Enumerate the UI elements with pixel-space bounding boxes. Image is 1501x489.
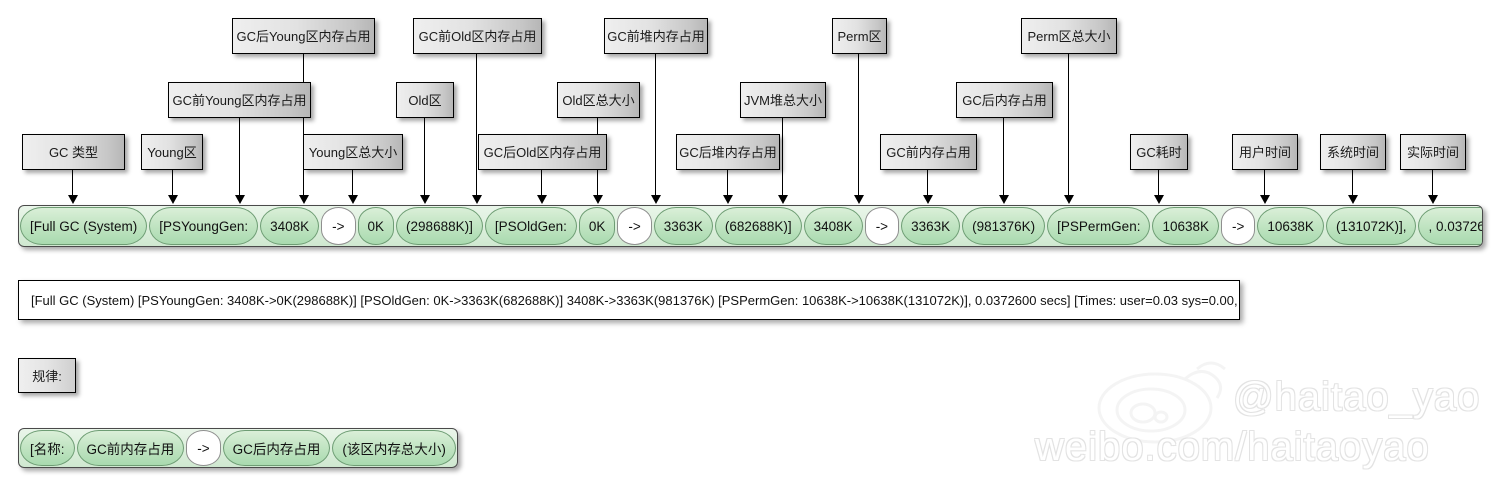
callout-arrowhead-icon	[778, 195, 788, 204]
callout-label: Perm区	[832, 18, 887, 54]
log-token: [名称:	[20, 430, 75, 466]
callout-arrowhead-icon	[299, 195, 309, 204]
callout-arrowhead-icon	[923, 195, 933, 204]
callout-arrowhead-icon	[999, 195, 1009, 204]
log-token: ->	[186, 430, 221, 466]
callout-arrowhead-icon	[348, 195, 358, 204]
callout-connector-line	[303, 54, 304, 196]
callout-connector-line	[858, 54, 859, 196]
callout-connector-line	[1352, 170, 1353, 196]
callout-connector-line	[424, 118, 425, 196]
callout-arrowhead-icon	[651, 195, 661, 204]
callout-connector-line	[782, 118, 783, 196]
callout-connector-line	[352, 170, 353, 196]
callout-label: GC耗时	[1130, 134, 1188, 170]
callout-label: Old区	[396, 82, 454, 118]
weibo-watermark: @haitao_yao weibo.com/haitaoyao	[1023, 357, 1493, 487]
log-token: (该区内存总大小)	[332, 430, 456, 466]
log-token: 3408K	[260, 207, 320, 245]
log-token: (682688K)]	[714, 207, 802, 245]
callout-arrowhead-icon	[168, 195, 178, 204]
callout-connector-line	[1068, 54, 1069, 196]
log-token: 3408K	[803, 207, 863, 245]
legend-token-bar: [名称:GC前内存占用->GC后内存占用(该区内存总大小)	[18, 428, 458, 468]
callout-label: 实际时间	[1400, 134, 1466, 170]
callout-label: 系统时间	[1320, 134, 1386, 170]
callout-label: GC前Young区内存占用	[168, 82, 311, 118]
log-token: 0K	[578, 207, 616, 245]
log-token: 10638K	[1152, 207, 1219, 245]
log-token: (131072K)],	[1325, 207, 1417, 245]
raw-gc-log-line: [Full GC (System) [PSYoungGen: 3408K->0K…	[18, 280, 1240, 320]
log-token: ->	[1221, 207, 1256, 245]
callout-label: Young区总大小	[303, 134, 403, 170]
callout-connector-line	[1264, 170, 1265, 196]
callout-connector-line	[1432, 170, 1433, 196]
callout-label: GC后Old区内存占用	[478, 134, 607, 170]
watermark-handle: @haitao_yao	[1233, 375, 1481, 419]
callout-label: Perm区总大小	[1021, 18, 1117, 54]
log-token: 3363K	[901, 207, 961, 245]
callout-connector-line	[541, 170, 542, 196]
log-token: , 0.0372600 secs]	[1418, 207, 1482, 245]
callout-connector-line	[655, 54, 656, 196]
log-token: [Full GC (System)	[20, 207, 148, 245]
weibo-logo-icon	[1097, 361, 1226, 444]
callout-arrowhead-icon	[472, 195, 482, 204]
callout-connector-line	[927, 170, 928, 196]
log-token: 0K	[357, 207, 395, 245]
callout-arrowhead-icon	[593, 195, 603, 204]
callout-connector-line	[476, 54, 477, 196]
gc-log-token-bar: [Full GC (System)[PSYoungGen:3408K->0K(2…	[18, 205, 1483, 247]
log-token: 3363K	[653, 207, 713, 245]
callout-arrowhead-icon	[68, 195, 78, 204]
callout-connector-line	[72, 170, 73, 196]
log-token: (981376K)	[962, 207, 1046, 245]
callout-label: JVM堆总大小	[740, 82, 826, 118]
callout-arrowhead-icon	[1348, 195, 1358, 204]
callout-label: GC前内存占用	[880, 134, 977, 170]
callout-arrowhead-icon	[1064, 195, 1074, 204]
callout-label: GC前堆内存占用	[604, 18, 708, 54]
log-token: GC后内存占用	[222, 430, 331, 466]
log-token: (298688K)]	[396, 207, 483, 245]
callout-label: Young区	[141, 134, 203, 170]
callout-connector-line	[1158, 170, 1159, 196]
watermark-url: weibo.com/haitaoyao	[1035, 425, 1430, 469]
callout-connector-line	[239, 118, 240, 196]
callout-connector-line	[1003, 118, 1004, 196]
callout-arrowhead-icon	[854, 195, 864, 204]
callout-label: GC后内存占用	[956, 82, 1053, 118]
callout-arrowhead-icon	[235, 195, 245, 204]
log-token: ->	[864, 207, 900, 245]
callout-label: GC后堆内存占用	[676, 134, 780, 170]
log-token: [PSYoungGen:	[149, 207, 259, 245]
log-token: [PSOldGen:	[484, 207, 577, 245]
callout-connector-line	[172, 170, 173, 196]
log-token: [PSPermGen:	[1047, 207, 1151, 245]
callout-label: GC 类型	[22, 134, 125, 170]
callout-label: GC前Old区内存占用	[413, 18, 542, 54]
callout-arrowhead-icon	[1154, 195, 1164, 204]
callout-label: Old区总大小	[557, 82, 640, 118]
log-token: ->	[617, 207, 652, 245]
callout-arrowhead-icon	[1260, 195, 1270, 204]
callout-connector-line	[727, 170, 728, 196]
callout-arrowhead-icon	[723, 195, 733, 204]
log-token: GC前内存占用	[76, 430, 185, 466]
rule-label-box: 规律:	[18, 358, 76, 393]
callout-label: 用户时间	[1232, 134, 1298, 170]
callout-label: GC后Young区内存占用	[232, 18, 375, 54]
log-token: 10638K	[1257, 207, 1324, 245]
callout-arrowhead-icon	[420, 195, 430, 204]
callout-arrowhead-icon	[1428, 195, 1438, 204]
callout-arrowhead-icon	[537, 195, 547, 204]
log-token: ->	[321, 207, 356, 245]
